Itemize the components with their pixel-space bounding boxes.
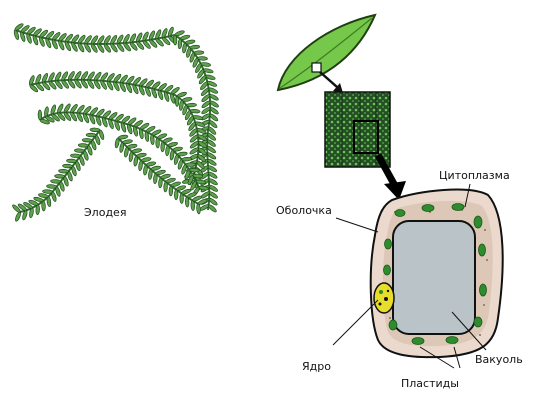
elodea-leaflet (46, 184, 56, 188)
elodea-leaflet (66, 159, 76, 163)
elodea-leaflet (173, 35, 177, 45)
leaf-sample-marker (312, 63, 321, 72)
elodea-leaflet (50, 179, 60, 183)
elodea-leaflet (189, 168, 199, 172)
plastid (412, 338, 424, 345)
plastid (384, 265, 391, 275)
plastid (395, 210, 405, 217)
elodea-leaflet (185, 197, 189, 207)
elodea-leaflet (194, 51, 204, 55)
label-membrane: Оболочка (276, 205, 332, 216)
plastid (452, 204, 464, 211)
plastid (474, 216, 482, 228)
plastid (446, 337, 458, 344)
leader-membrane (336, 218, 378, 232)
elodea-leaflet (38, 110, 42, 120)
elodea-leaflet (54, 174, 64, 178)
elodea-plant (12, 23, 220, 222)
arrow-tissue-to-cell (378, 155, 406, 200)
elodea-leaflet (62, 164, 72, 168)
elodea-leaflet (41, 201, 45, 211)
label-plastids: Пластиды (401, 378, 459, 389)
plastid (422, 205, 434, 212)
elodea-leaflet (182, 43, 187, 53)
elodea-leaflet (182, 157, 192, 161)
elodea-leaflet (86, 133, 96, 137)
label-nucleus: Ядро (302, 361, 331, 372)
elodea-leaflet (78, 143, 88, 147)
elodea-leaflet (128, 151, 133, 161)
label-vacuole: Вакуоль (475, 354, 523, 365)
elodea-leaflet (114, 138, 119, 148)
elodea-leaflet (153, 174, 158, 184)
elodea-leaflet (164, 182, 168, 192)
elodea-leaflet (180, 193, 184, 203)
elodea-leaflet (156, 138, 160, 148)
leader-nucleus (333, 300, 378, 345)
elodea-leaflet (70, 154, 80, 158)
elodea-leaflet (165, 146, 169, 156)
vacuole (393, 221, 475, 334)
elodea-leaflet (175, 96, 179, 106)
elodea-leaflet (42, 189, 52, 193)
elodea-leaflet (143, 165, 148, 175)
elodea-leaflet (124, 147, 129, 157)
label-cytoplasm: Цитоплазма (439, 170, 510, 181)
elodea-leaflet (191, 200, 195, 210)
elodea-leaflet (190, 45, 200, 50)
elodea-leaflet (14, 211, 21, 222)
plastid (385, 239, 392, 249)
label-elodea: Элодея (84, 207, 126, 218)
elodea-leaflet (36, 205, 40, 215)
elodea-leaflet (148, 169, 153, 179)
elodea-leaflet (173, 154, 179, 165)
elodea-leaflet (90, 128, 100, 132)
elodea-leaflet (186, 103, 196, 107)
arrow-leaf-to-tissue (320, 72, 343, 93)
elodea-leaflet (186, 163, 196, 167)
elodea-leaflet (74, 149, 84, 153)
plastid (480, 284, 487, 296)
elodea-leaflet (174, 190, 178, 200)
elodea-leaflet (158, 178, 162, 188)
plastid (474, 317, 482, 327)
elodea-leaflet (133, 156, 138, 166)
elodea-leaflet (161, 142, 165, 152)
elodea-leaflet (178, 39, 182, 49)
elodea-leaflet (196, 204, 200, 214)
plastid (389, 320, 397, 330)
elodea-leaflet (58, 169, 68, 173)
elodea-leaflet (169, 150, 174, 160)
plant-cell (371, 190, 503, 358)
elodea-leaflet (197, 56, 207, 60)
elodea-leaflet (82, 138, 92, 142)
plastid (479, 244, 486, 256)
nucleus (374, 283, 394, 313)
elodea-leaflet (119, 142, 124, 152)
elodea-leaflet (169, 186, 173, 196)
elodea-leaflet (138, 160, 143, 170)
